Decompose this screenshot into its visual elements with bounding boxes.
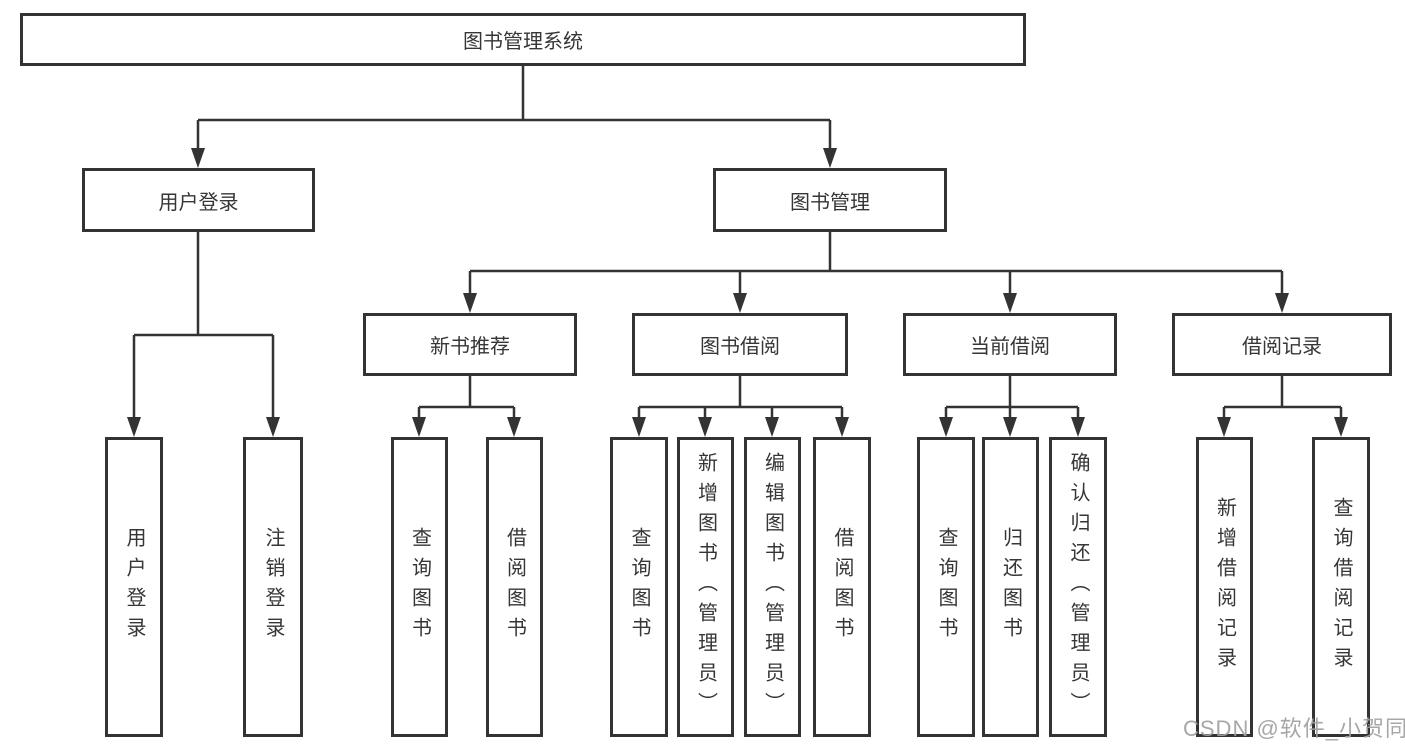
arrowhead — [412, 417, 426, 437]
node-label: 查询借阅记录 — [1330, 497, 1352, 677]
leaf-borrow-query-books: 查询图书 — [610, 437, 668, 737]
node-book-borrow: 图书借阅 — [632, 313, 848, 376]
node-label: 编辑图书（管理员） — [761, 452, 784, 722]
arrowhead — [765, 417, 779, 437]
tree-edges — [132, 66, 1343, 419]
arrowhead — [1217, 417, 1231, 437]
leaf-current-query-books: 查询图书 — [917, 437, 975, 737]
arrowhead — [463, 293, 477, 313]
node-label: 当前借阅 — [970, 336, 1050, 358]
arrowhead — [939, 417, 953, 437]
node-label: 借阅图书 — [503, 527, 526, 647]
arrowhead — [266, 417, 280, 437]
node-label: 图书管理系统 — [463, 31, 583, 53]
arrowhead — [632, 417, 646, 437]
leaf-records-add-record: 新增借阅记录 — [1196, 437, 1253, 737]
node-user-login: 用户登录 — [82, 168, 315, 232]
node-borrow-records: 借阅记录 — [1172, 313, 1392, 376]
arrowhead — [1275, 293, 1289, 313]
node-label: 用户登录 — [123, 527, 145, 647]
leaf-current-confirm-return-admin: 确认归还（管理员） — [1049, 437, 1107, 737]
leaf-records-query-record: 查询借阅记录 — [1312, 437, 1370, 737]
arrowheads — [127, 148, 1348, 437]
leaf-newbooks-query-books: 查询图书 — [391, 437, 448, 737]
arrowhead — [823, 148, 837, 168]
csdn-watermark: CSDN @软件_小贺同学 — [1183, 716, 1405, 741]
node-label: 归还图书 — [999, 527, 1022, 647]
leaf-logout-login: 注销登录 — [243, 437, 303, 737]
arrowhead — [698, 417, 712, 437]
leaf-user-login: 用户登录 — [105, 437, 163, 737]
leaf-borrow-edit-books-admin: 编辑图书（管理员） — [744, 437, 801, 737]
node-current-borrow: 当前借阅 — [903, 313, 1117, 376]
arrowhead — [507, 417, 521, 437]
node-label: 查询图书 — [628, 527, 650, 647]
leaf-newbooks-borrow-books: 借阅图书 — [486, 437, 543, 737]
node-label: 借阅图书 — [831, 527, 853, 647]
arrowhead — [127, 417, 141, 437]
node-label: 确认归还（管理员） — [1067, 452, 1089, 722]
leaf-borrow-add-books-admin: 新增图书（管理员） — [677, 437, 734, 737]
arrowhead — [835, 417, 849, 437]
arrowhead — [1071, 417, 1085, 437]
arrowhead — [1334, 417, 1348, 437]
node-label: 用户登录 — [158, 191, 239, 214]
node-label: 注销登录 — [262, 527, 284, 647]
node-label: 新增借阅记录 — [1213, 497, 1236, 677]
arrowhead — [733, 293, 747, 313]
node-book-management: 图书管理 — [713, 168, 947, 232]
arrowhead — [1003, 293, 1017, 313]
node-label: 查询图书 — [935, 527, 957, 647]
node-label: 图书管理 — [790, 191, 870, 214]
node-label: 新增图书（管理员） — [694, 452, 717, 722]
node-new-book-recommend: 新书推荐 — [363, 313, 577, 376]
leaf-current-return-books: 归还图书 — [982, 437, 1039, 737]
node-label: 新书推荐 — [430, 336, 510, 358]
arrowhead — [1003, 417, 1017, 437]
node-label: 图书借阅 — [700, 336, 780, 358]
node-label: 借阅记录 — [1242, 336, 1322, 358]
node-root-system: 图书管理系统 — [20, 13, 1026, 66]
leaf-borrow-borrow-books: 借阅图书 — [813, 437, 871, 737]
node-label: 查询图书 — [408, 527, 431, 647]
arrowhead — [191, 148, 205, 168]
